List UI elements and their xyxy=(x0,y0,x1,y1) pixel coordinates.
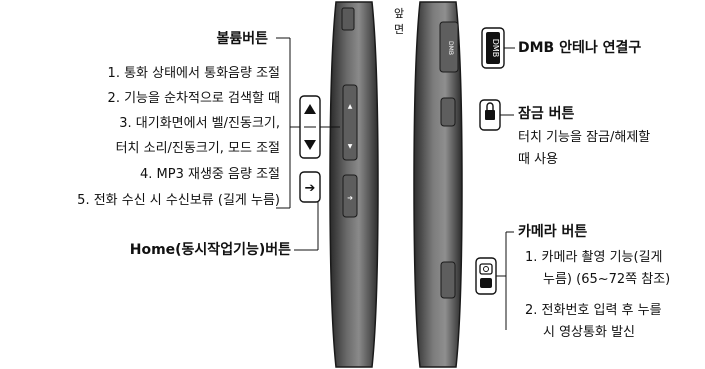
volume-item-5: 4. MP3 재생중 음량 조절 xyxy=(140,167,280,182)
volume-item-3: 3. 대기화면에서 벨/진동크기, xyxy=(119,116,280,131)
volume-title: 볼륨버튼 xyxy=(216,31,268,47)
camera-title: 카메라 버튼 xyxy=(518,224,588,240)
lock-line-1: 터치 기능을 잠금/해제할 xyxy=(518,130,651,145)
camera-key-side xyxy=(440,261,456,299)
phone-left-side: ▲ ▼ ➜ xyxy=(329,1,379,368)
camera-item-1a: 1. 카메라 촬영 기능(길게 xyxy=(525,250,663,265)
dmb-port-side xyxy=(439,21,459,73)
dmb-title: DMB 안테나 연결구 xyxy=(518,40,642,56)
home-title: Home(동시작업기능)버튼 xyxy=(129,242,291,258)
front-label-1: 앞 xyxy=(394,7,405,20)
dmb-icon: DMB xyxy=(491,39,500,58)
svg-text:DMB: DMB xyxy=(447,41,454,55)
volume-item-4: 터치 소리/진동크기, 모드 조절 xyxy=(115,141,280,156)
strap-hole xyxy=(341,7,355,31)
volume-item-1: 1. 통화 상태에서 통화음량 조절 xyxy=(107,66,280,81)
volume-down-icon xyxy=(304,140,316,150)
volume-item-2: 2. 기능을 순차적으로 검색할 때 xyxy=(107,91,280,106)
volume-bracket xyxy=(276,37,300,209)
front-label-2: 면 xyxy=(394,23,405,36)
camera-callout-box xyxy=(475,231,514,330)
lock-title: 잠금 버튼 xyxy=(518,106,575,122)
lock-key-side xyxy=(440,97,456,127)
camera-icon xyxy=(479,263,493,275)
lock-callout-box xyxy=(479,99,514,131)
home-icon: ➔ xyxy=(305,181,316,196)
volume-up-icon xyxy=(304,104,316,114)
svg-text:➜: ➜ xyxy=(347,194,353,202)
svg-text:▼: ▼ xyxy=(348,143,353,150)
camera-item-2b: 시 영상통화 발신 xyxy=(543,325,635,340)
dmb-callout-box: DMB xyxy=(481,27,515,69)
home-key-side xyxy=(342,174,358,218)
lock-line-2: 때 사용 xyxy=(518,152,559,167)
volume-key-side xyxy=(342,84,358,161)
camera-item-2a: 2. 전화번호 입력 후 누를 xyxy=(525,303,662,318)
svg-text:▲: ▲ xyxy=(348,103,353,110)
lock-icon xyxy=(485,110,495,120)
phone-right-side: DMB xyxy=(413,1,463,368)
volume-item-6: 5. 전화 수신 시 수신보류 (길게 누름) xyxy=(77,193,280,208)
camera-item-1b: 누름) (65~72쪽 참조) xyxy=(543,272,671,287)
home-callout-box: ➔ xyxy=(294,171,321,251)
